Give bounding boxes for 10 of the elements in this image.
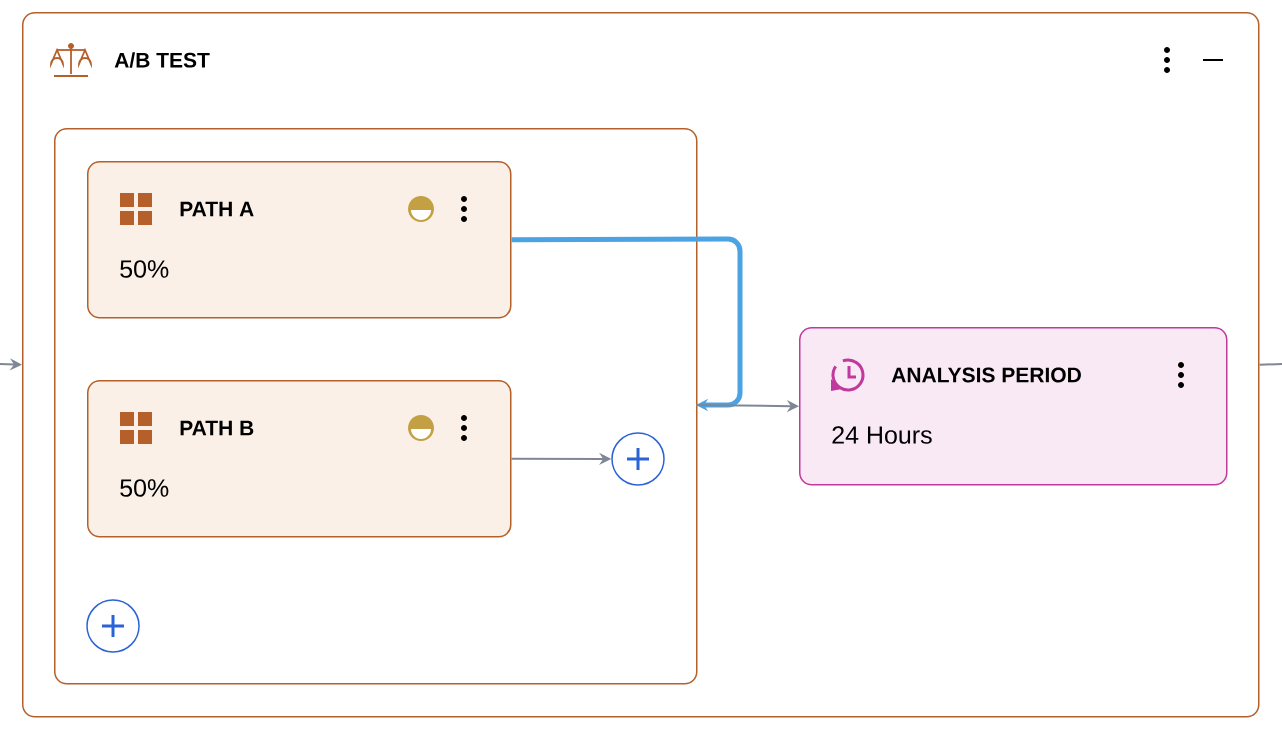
card-title: PATH B bbox=[180, 420, 254, 436]
card-value: 50% bbox=[120, 260, 169, 278]
card-value: 50% bbox=[120, 479, 169, 497]
arrow bbox=[511, 236, 743, 412]
card-title: ANALYSIS PERIOD bbox=[891, 367, 1081, 383]
card-value: 24 Hours bbox=[832, 426, 932, 444]
card-title: PATH A bbox=[180, 201, 254, 217]
card-title: A/B TEST bbox=[114, 52, 210, 68]
add-button bbox=[86, 599, 140, 653]
add-button bbox=[611, 432, 665, 486]
